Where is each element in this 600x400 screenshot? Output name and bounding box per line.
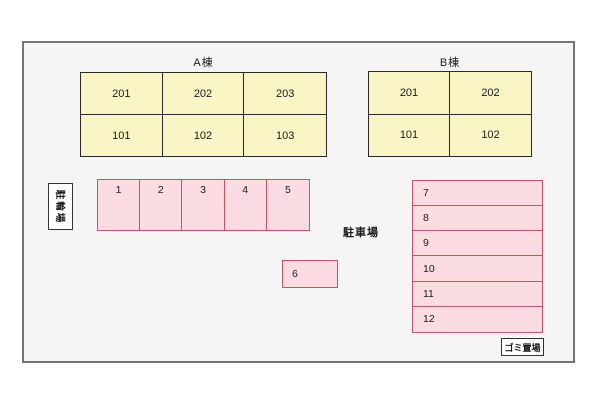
unit-a-201: 201 [81,73,163,115]
building-b-label: B棟 [439,57,461,69]
parking-space-5: 5 [284,184,291,196]
parking-space-10: 10 [413,256,542,282]
parking-space-6: 6 [282,260,338,288]
unit-a-101: 101 [81,115,163,156]
unit-b-202: 202 [450,72,531,115]
building-b-table: 201 202 101 102 [368,71,532,157]
unit-b-101: 101 [369,114,450,156]
unit-a-102: 102 [163,115,245,156]
parking-space-4: 4 [225,180,267,230]
garbage-area-sign: ゴミ置場 [501,338,544,356]
building-a-label: A棟 [193,57,214,69]
unit-b-201: 201 [369,72,450,115]
parking-column-7-12: 7 8 9 10 11 12 [412,180,543,333]
bicycle-parking-label: 駐輪場 [53,189,65,224]
parking-space-3: 3 [182,180,225,230]
parking-lot-label: 駐車場 [343,227,379,239]
parking-space-7: 7 [413,181,542,207]
site-plan-boundary: A棟 201 202 203 101 102 103 B棟 201 202 10… [22,41,575,363]
unit-b-102: 102 [481,129,500,142]
building-a-table: 201 202 203 101 102 103 [80,72,327,157]
bicycle-parking-sign: 駐輪場 [48,183,73,230]
unit-a-103: 103 [275,129,295,142]
unit-a-203: 203 [244,73,326,115]
parking-space-9: 9 [413,231,542,257]
parking-space-1: 1 [98,180,141,230]
parking-space-11: 11 [413,282,542,307]
unit-a-202: 202 [162,73,245,115]
parking-space-2: 2 [140,180,183,230]
parking-row-1-5: 1 2 3 4 5 [97,179,310,231]
parking-space-12: 12 [423,313,435,326]
parking-space-8: 8 [413,206,542,232]
